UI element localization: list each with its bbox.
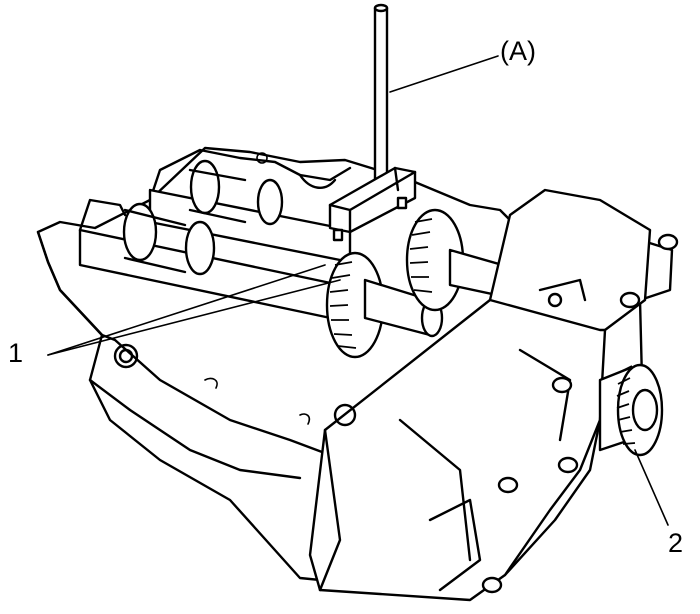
camshaft-gear-front	[325, 251, 444, 359]
timing-cover	[308, 188, 679, 602]
leader-lines	[47, 55, 669, 526]
tool-label: (A)	[500, 36, 536, 66]
sprocket-label: 2	[668, 528, 683, 558]
special-tool	[328, 3, 417, 242]
sprocket	[598, 363, 664, 457]
gears-label: 1	[8, 338, 23, 368]
